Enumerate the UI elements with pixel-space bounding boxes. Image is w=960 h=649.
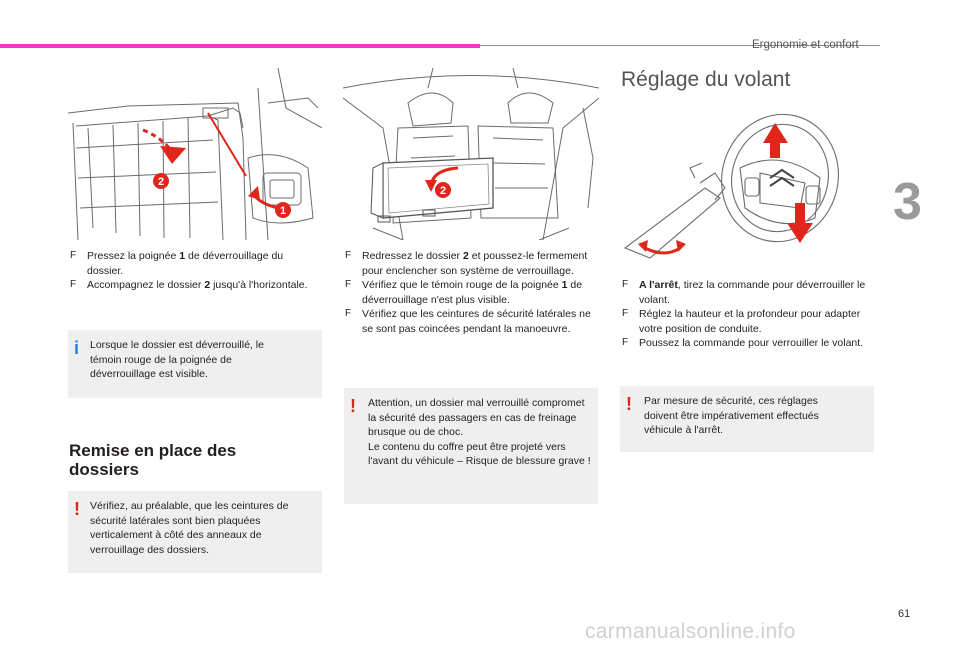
warning-icon: ! [74, 499, 80, 519]
step-item: Réglez la hauteur et la profondeur pour … [622, 307, 874, 336]
seat-unlock-illustration: 2 1 [68, 68, 322, 240]
warning-note: ! Attention, un dossier mal verrouillé c… [344, 388, 598, 504]
step-item: Pressez la poignée 1 de déverrouillage d… [70, 249, 320, 278]
section-title: Remise en place des dossiers [69, 441, 237, 479]
warning-note: ! Vérifiez, au préalable, que les ceintu… [68, 491, 322, 573]
step-item: Redressez le dossier 2 et poussez-le fer… [345, 249, 597, 278]
step-item: Poussez la commande pour verrouiller le … [622, 336, 874, 351]
chapter-number: 3 [893, 173, 922, 231]
watermark: carmanualsonline.info [585, 620, 796, 643]
step-item: Accompagnez le dossier 2 jusqu'à l'horiz… [70, 278, 320, 293]
page-title: Réglage du volant [621, 68, 791, 91]
chapter-title: Ergonomie et confort [752, 39, 859, 51]
callout-2: 2 [440, 185, 446, 197]
warning-icon: ! [626, 394, 632, 414]
warning-icon: ! [350, 396, 356, 416]
header-rule [480, 45, 880, 46]
info-icon: i [74, 338, 80, 358]
step-item: Vérifiez que les ceintures de sécurité l… [345, 307, 597, 336]
step-item: A l'arrêt, tirez la commande pour déverr… [622, 278, 874, 307]
info-note: i Lorsque le dossier est déverrouillé, l… [68, 330, 322, 398]
left-steps: Pressez la poignée 1 de déverrouillage d… [70, 249, 320, 293]
trunk-seat-illustration: 2 [343, 68, 599, 240]
middle-steps: Redressez le dossier 2 et poussez-le fer… [345, 249, 597, 336]
callout-1: 1 [280, 205, 286, 217]
page-number: 61 [898, 608, 911, 620]
right-steps: A l'arrêt, tirez la commande pour déverr… [622, 278, 874, 351]
callout-2: 2 [158, 176, 164, 188]
accent-bar [0, 44, 480, 48]
warning-note: ! Par mesure de sécurité, ces réglages d… [620, 386, 874, 452]
step-item: Vérifiez que le témoin rouge de la poign… [345, 278, 597, 307]
steering-wheel-illustration [620, 108, 874, 268]
